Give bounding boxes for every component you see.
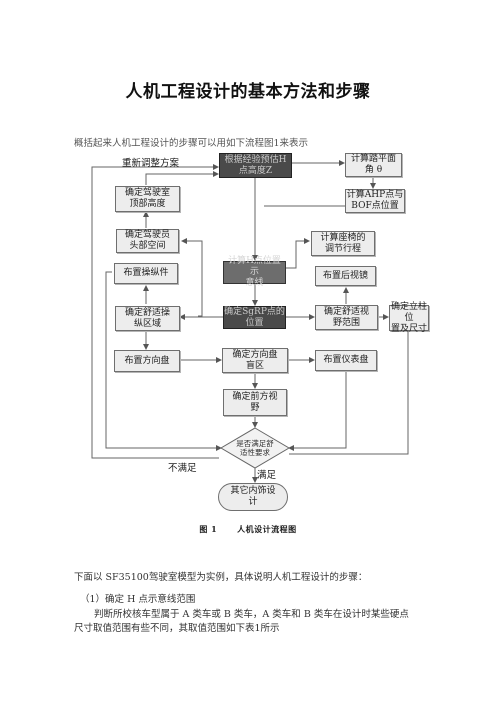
intro-text: 概括起来人机工程设计的步骤可以用如下流程图1来表示 [74,138,309,149]
node-h-point-line: 计算H点位置示 意线 [223,256,286,288]
node-estimate-h-point: 根据经验预估H 点高度Z [219,153,292,178]
node-roof-height: 确定驾驶室 顶部高度 [115,186,180,212]
node-other-interior: 其它内饰设 计 [218,483,288,511]
figure-title: 人机设计流程图 [237,524,297,534]
node-controls: 布置操纵件 [114,263,178,284]
node-ahp-bof: 计算AHP点与 BOF点位置 [345,189,405,213]
node-comfort-zone: 确定舒适操 纵区域 [115,306,180,331]
label-satisfied: 满足 [257,470,277,481]
page-title: 人机工程设计的基本方法和步骤 [125,82,371,102]
figure-caption: 图 1 人机设计流程图 [0,524,496,535]
node-instrument-panel: 布置仪表盘 [315,350,377,371]
paragraph-line-2: 尺寸取值范围有些不同，其取值范围如下表1所示 [74,623,280,634]
figure-number: 图 1 [199,524,218,534]
node-mirror: 布置后视镜 [315,266,376,286]
node-comfort-check: 是否满足舒 适性要求 [236,439,274,457]
node-vision-range: 确定舒适视 野范围 [315,305,378,330]
section-heading-h-point: （1）确定 H 点示意线范围 [80,594,196,605]
flowchart: 重新调整方案 不满足 满足 根据经验预估H 点高度Z 计算踏平面 角 θ 计算A… [86,150,429,520]
node-pillar: 确定立柱位 置及尺寸 [389,301,429,334]
node-sgrp-point: 确定SgRP点的 位置 [223,306,286,329]
node-pedal-angle: 计算踏平面 角 θ [345,153,402,177]
label-readjust: 重新调整方案 [122,158,180,169]
node-seat-travel: 计算座椅的 调节行程 [311,231,375,256]
node-wheel-blind-zone: 确定方向盘 盲区 [222,348,288,373]
node-front-vision: 确定前方视 野 [223,389,287,416]
paragraph-example: 下面以 SF35100驾驶室模型为实例，具体说明人机工程设计的步骤： [74,572,368,583]
flowchart-connectors [91,160,409,483]
decision-diamond [220,427,290,469]
node-steering-wheel: 布置方向盘 [114,350,180,372]
node-head-space: 确定驾驶员 头部空间 [116,229,179,253]
label-not-satisfied: 不满足 [168,463,197,474]
paragraph-line-1: 判断所校核车型属于 A 类车或 B 类车，A 类车和 B 类车在设计时某些硬点 [94,609,409,620]
